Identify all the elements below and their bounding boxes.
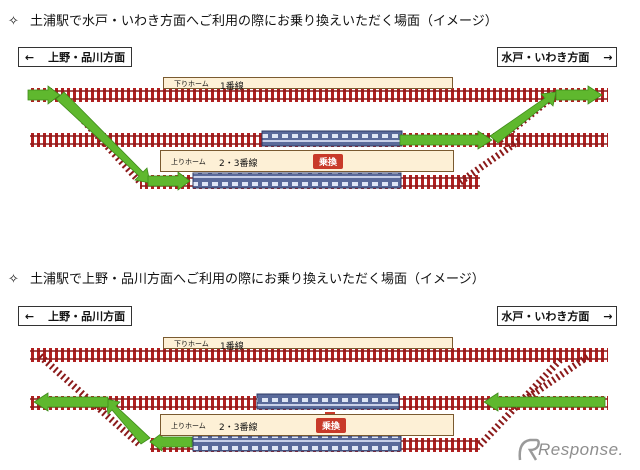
diagram-1-route-arrows <box>27 85 603 191</box>
direction-label: 上野・品川方面 <box>48 310 126 323</box>
train-upper <box>256 393 400 410</box>
arrow-to-platform <box>149 432 193 452</box>
arrow-diagonal-up <box>489 91 557 144</box>
left-arrow-icon: ← <box>24 309 35 323</box>
platform-label: 上りホーム <box>171 158 206 166</box>
down-platform: 下りホーム 1番線 <box>163 337 453 352</box>
platform-label: 下りホーム <box>174 80 209 88</box>
up-platform: 上りホーム 2・3番線 <box>160 150 454 172</box>
platform-track-number: 1番線 <box>220 82 244 92</box>
transfer-badge: 乗換 <box>316 418 347 433</box>
direction-label: 水戸・いわき方面 <box>501 310 590 323</box>
up-platform: 上りホーム 2・3番線 <box>160 414 454 436</box>
diagram-1-trains <box>192 130 403 189</box>
direction-box-ueno-shinagawa: ← 上野・品川方面 <box>18 306 132 326</box>
diamond-star-icon: ✧ <box>8 272 19 287</box>
arrow-entry <box>483 392 606 412</box>
direction-box-mito-iwaki: 水戸・いわき方面 → <box>497 306 617 326</box>
diagram-2-heading: ✧ 土浦駅で上野・品川方面へご利用の際にお乗り換えいただく場面（イメージ） <box>8 268 485 287</box>
track-top <box>30 88 608 102</box>
arrow-from-platform <box>399 130 493 150</box>
train-lower <box>192 435 402 452</box>
platform-track-number: 2・3番線 <box>219 159 258 169</box>
transfer-arrows <box>320 150 340 430</box>
response-logo: Response. <box>516 436 626 464</box>
train-upper <box>261 130 403 147</box>
train-lower <box>192 172 402 189</box>
direction-label: 水戸・いわき方面 <box>501 51 590 64</box>
diagram-2-route-arrows <box>33 392 606 452</box>
track-top <box>30 348 608 362</box>
direction-box-mito-iwaki: 水戸・いわき方面 → <box>497 47 617 67</box>
platform-track-number: 2・3番線 <box>219 423 258 433</box>
track-diagonal-right <box>477 352 592 448</box>
arrow-diagonal-down <box>55 91 151 184</box>
platform-label: 下りホーム <box>174 340 209 348</box>
response-logo-icon <box>518 438 540 461</box>
heading-text: 土浦駅で水戸・いわき方面へご利用の際にお乗り換えいただく場面（イメージ） <box>30 14 498 29</box>
platform-label: 上りホーム <box>171 422 206 430</box>
right-arrow-icon: → <box>603 50 613 64</box>
watermark-text: Response. <box>538 440 624 459</box>
direction-box-ueno-shinagawa: ← 上野・品川方面 <box>18 47 132 67</box>
diagram-2-trains <box>192 393 402 452</box>
arrow-exit <box>555 85 603 105</box>
arrow-to-platform <box>147 171 191 191</box>
diamond-star-icon: ✧ <box>8 14 19 29</box>
heading-text: 土浦駅で上野・品川方面へご利用の際にお乗り換えいただく場面（イメージ） <box>30 272 485 287</box>
transfer-badge: 乗換 <box>313 154 344 169</box>
diagram-1-heading: ✧ 土浦駅で水戸・いわき方面へご利用の際にお乗り換えいただく場面（イメージ） <box>8 10 498 29</box>
left-arrow-icon: ← <box>24 50 35 64</box>
direction-label: 上野・品川方面 <box>48 51 126 64</box>
arrow-entry <box>27 85 61 105</box>
down-platform: 下りホーム 1番線 <box>163 77 453 92</box>
arrow-exit <box>33 392 109 412</box>
platform-track-number: 1番線 <box>220 342 244 352</box>
right-arrow-icon: → <box>603 309 613 323</box>
